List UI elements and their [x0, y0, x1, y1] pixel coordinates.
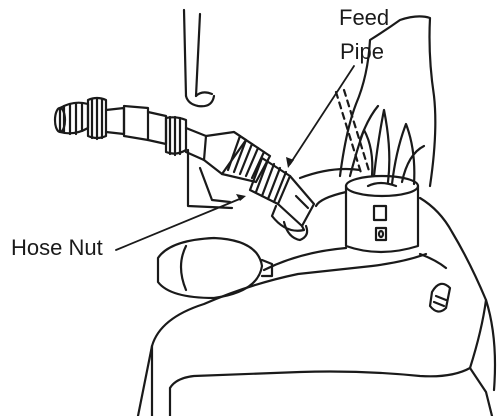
feed-pipe-label-line2: Pipe	[340, 38, 384, 65]
feed-pipe-collar	[346, 176, 418, 252]
back-panel	[184, 10, 232, 208]
feed-pipe-label-line1: Feed	[339, 4, 389, 31]
hose-nut-label: Hose Nut	[11, 234, 103, 261]
water-bottle	[158, 238, 272, 298]
callout-leaders	[116, 66, 354, 250]
hose-assembly	[55, 98, 314, 240]
